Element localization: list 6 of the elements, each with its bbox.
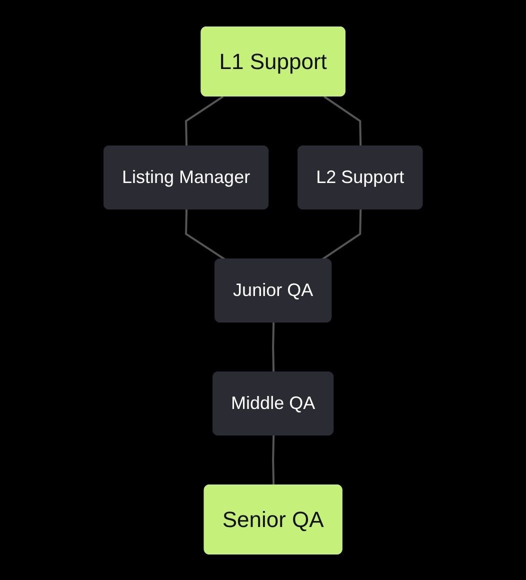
connector <box>184 208 226 260</box>
connector <box>272 322 274 372</box>
connector <box>323 95 362 146</box>
connector <box>321 208 362 260</box>
connector <box>184 95 224 146</box>
connector <box>272 434 274 486</box>
